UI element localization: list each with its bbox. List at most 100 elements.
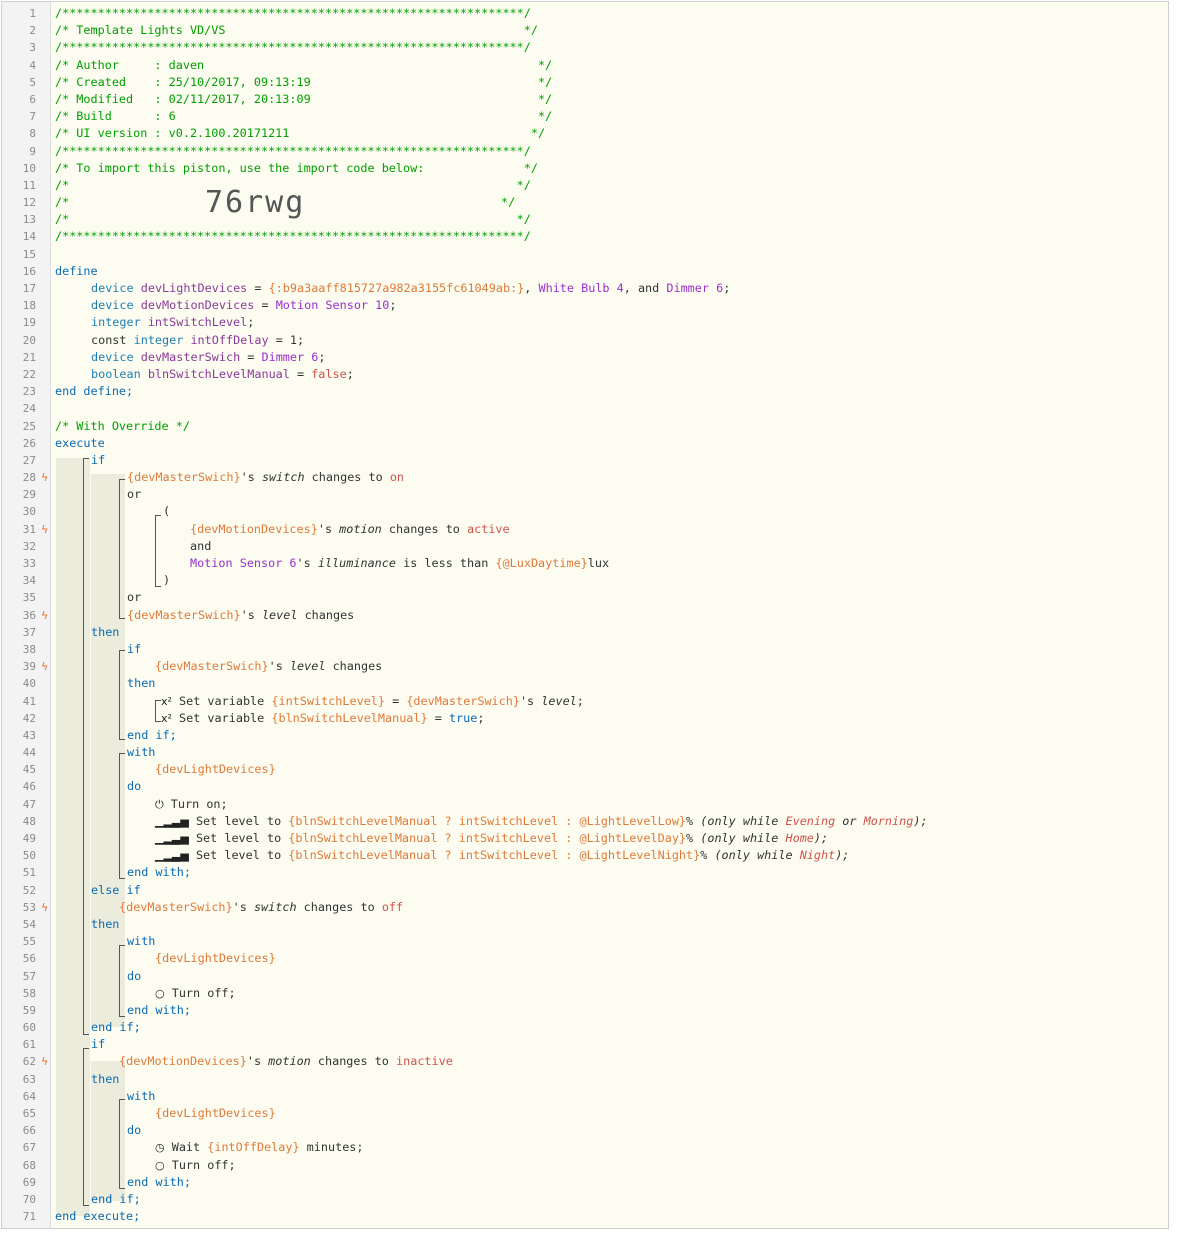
code-line[interactable]: 49▁▂▃▅ Set level to {blnSwitchLevelManua… (22, 831, 829, 845)
with-bracket-2 (119, 945, 125, 1017)
lightning-bolt-icon: ϟ (41, 900, 49, 914)
with-bracket-1 (119, 753, 125, 879)
code-line: 15 (22, 247, 36, 261)
power-off-circle-icon: ○ (155, 1158, 165, 1172)
code-line: 13/* */ (22, 212, 531, 227)
code-line: 1/**************************************… (29, 6, 531, 20)
lightning-bolt-icon: ϟ (41, 660, 49, 674)
code-line[interactable]: 48▁▂▃▅ Set level to {blnSwitchLevelManua… (22, 813, 928, 828)
set-var-bracket (155, 700, 161, 722)
code-line: 34) (22, 573, 171, 588)
code-line: 9/**************************************… (29, 143, 531, 158)
lightning-bolt-icon: ϟ (41, 471, 49, 485)
code-line[interactable]: 58○ Turn off; (22, 985, 236, 1000)
code-line: 14/*************************************… (22, 229, 531, 244)
if-bracket (83, 458, 89, 1035)
signal-bars-icon: ▁▂▃▅ (155, 814, 189, 828)
code-line: 2/* Template Lights VD/VS */ (29, 23, 538, 38)
inner-if-bracket (119, 650, 125, 740)
code-line[interactable]: 50▁▂▃▅ Set level to {blnSwitchLevelManua… (22, 848, 850, 863)
code-line: 8/* UI version : v0.2.100.20171211 */ (29, 126, 546, 141)
signal-bars-icon: ▁▂▃▅ (155, 832, 189, 845)
code-line: 7/* Build : 6 */ (29, 109, 553, 124)
with-bracket-3 (119, 1099, 125, 1189)
code-line: 5/* Created : 25/10/2017, 09:13:19 */ (29, 74, 553, 89)
code-line: 25/* With Override */ (22, 418, 190, 433)
code-line: 30( (22, 504, 171, 519)
code-line: 12 /* 76rwg */ (22, 185, 516, 221)
group-bracket (155, 515, 161, 587)
line-number-gutter (2, 2, 51, 1228)
code-line: 3/**************************************… (29, 40, 531, 55)
code-line: 65{devLightDevices} (22, 1106, 276, 1120)
variable-x2-icon: x² (161, 694, 172, 708)
code-line: 6/* Modified : 02/11/2017, 20:13:09 */ (29, 91, 553, 106)
code-line: 24 (22, 402, 36, 416)
lightning-bolt-icon: ϟ (41, 1055, 49, 1069)
code-line[interactable]: 47⏻ Turn on; (22, 796, 228, 811)
code-line: 10/* To import this piston, use the impo… (22, 160, 538, 175)
code-line: 4/* Author : daven */ (29, 57, 553, 72)
code-line[interactable]: 67◷ Wait {intOffDelay} minutes; (22, 1140, 364, 1155)
import-code[interactable]: 76rwg (205, 185, 306, 221)
power-icon: ⏻ (155, 797, 164, 811)
signal-bars-icon: ▁▂▃▅ (155, 849, 189, 863)
lightning-bolt-icon: ϟ (41, 522, 49, 536)
power-off-circle-icon: ○ (155, 986, 165, 1000)
code-line[interactable]: 68○ Turn off; (22, 1157, 236, 1172)
clock-icon: ◷ (155, 1141, 165, 1155)
code-line: 11/* */ (22, 177, 531, 192)
execute-block-shade (56, 458, 90, 1216)
variable-x2-icon: x² (161, 711, 172, 725)
condition-bracket (119, 479, 125, 619)
lightning-bolt-icon: ϟ (41, 608, 49, 622)
code-line: 45{devLightDevices} (22, 762, 276, 777)
code-area: 1/**************************************… (22, 5, 1168, 1225)
if2-bracket (83, 1048, 89, 1206)
code-line: 56{devLightDevices} (22, 951, 276, 966)
